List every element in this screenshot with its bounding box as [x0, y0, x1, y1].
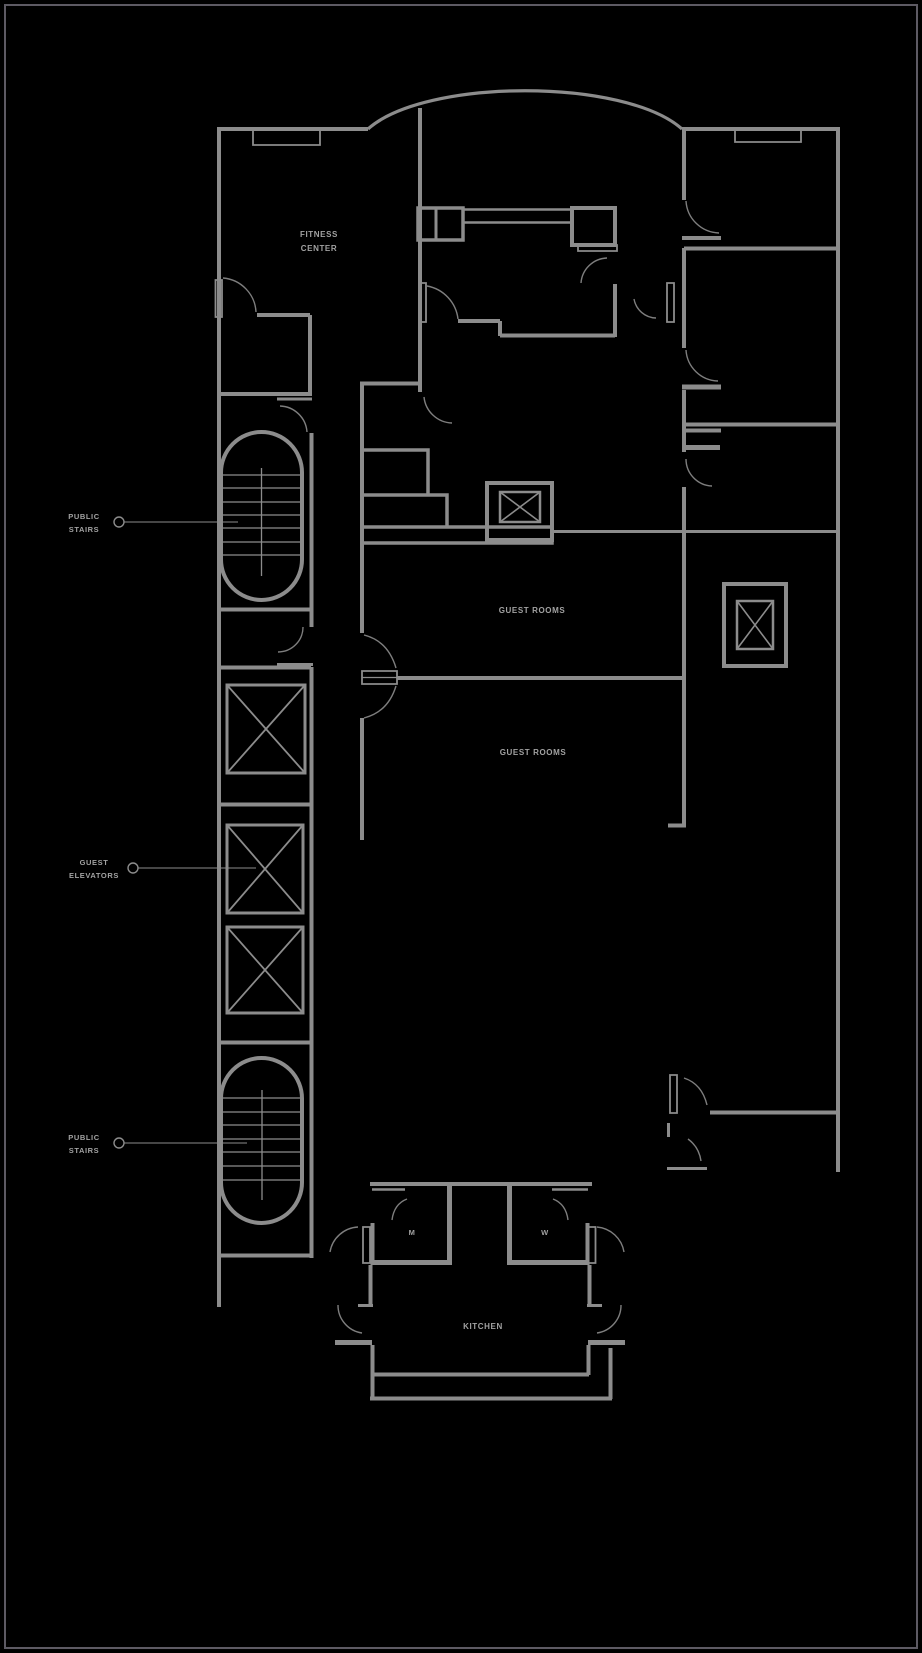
service-elevator-mid-icon: [485, 481, 554, 542]
door-arc: [596, 1304, 622, 1334]
door-arc: [363, 634, 397, 669]
window-top-right-room: [734, 129, 802, 143]
window-fitness: [252, 129, 321, 146]
door-arcs-layer: [222, 200, 720, 1334]
door-leaf: [362, 1226, 371, 1264]
stair-enclosure: [219, 1056, 304, 1225]
door-leaf: [587, 1226, 597, 1264]
guest-elevator-car-1: [225, 683, 307, 775]
door-leaf: [666, 282, 675, 323]
door-leaf: [214, 279, 223, 318]
callout-label: PUBLIC: [68, 512, 100, 521]
door-leaf: [669, 1074, 678, 1114]
room-labels-layer: FITNESS CENTER GUEST ROOMS GUEST ROOMS K…: [300, 230, 566, 1331]
door-arc: [337, 1304, 363, 1334]
door-arc: [596, 1226, 625, 1253]
counter-end-lip: [577, 244, 618, 252]
door-arc: [633, 298, 657, 319]
public-stairs-upper-icon: [219, 430, 304, 602]
stair-treads: [221, 468, 302, 576]
public-stairs-lower-icon: [219, 1056, 304, 1225]
restroom-women-label: W: [541, 1228, 549, 1237]
leader-circle: [113, 1137, 125, 1149]
door-arc: [552, 1198, 569, 1221]
callout-label: PUBLIC: [68, 1133, 100, 1142]
callout-public-stairs-upper: PUBLIC STAIRS: [68, 512, 238, 534]
walls-main: [217, 108, 840, 1401]
kitchen-label: KITCHEN: [463, 1322, 503, 1331]
double-door-casing: [361, 670, 398, 685]
door-arc: [685, 349, 719, 382]
guest-elevator-car-3: [225, 925, 305, 1015]
guest-elevators-icon: [225, 683, 307, 1015]
stair-enclosure: [219, 430, 304, 602]
leader-circle: [113, 516, 125, 528]
stair-treads: [221, 1090, 302, 1200]
callout-label: ELEVATORS: [69, 871, 119, 880]
callout-label: GUEST: [80, 858, 109, 867]
door-arc: [685, 458, 713, 487]
guest-elevator-car-2: [225, 823, 305, 915]
door-arc: [426, 285, 459, 320]
fitness-center-label: CENTER: [301, 244, 338, 253]
door-arc: [580, 257, 608, 284]
fitness-center-label: FITNESS: [300, 230, 338, 239]
door-arc: [329, 1226, 359, 1253]
door-arc: [279, 405, 308, 433]
leader-circle: [127, 862, 139, 874]
door-arc: [222, 277, 257, 313]
callout-guest-elevators: GUEST ELEVATORS: [69, 858, 256, 880]
door-arc: [423, 396, 453, 424]
curved-facade-wall: [366, 89, 684, 131]
walls-light: [372, 208, 588, 1191]
guest-rooms-lower-label: GUEST ROOMS: [500, 748, 567, 757]
guest-rooms-upper-label: GUEST ROOMS: [499, 606, 566, 615]
door-leaves-layer: [214, 279, 678, 1264]
walls-medium: [277, 208, 838, 1307]
door-arc: [685, 200, 720, 234]
door-leaf: [418, 282, 427, 323]
service-elevator-right-icon: [722, 582, 788, 668]
door-arc: [687, 1138, 702, 1162]
service-room-outlines: [360, 206, 554, 545]
callout-label: STAIRS: [69, 525, 100, 534]
door-arc: [363, 685, 397, 719]
counter-end-block: [570, 206, 617, 247]
walls-layer: [217, 89, 840, 1401]
windows-layer: [252, 129, 802, 146]
restroom-men-label: M: [409, 1228, 416, 1237]
callout-label: STAIRS: [69, 1146, 100, 1155]
door-arc: [683, 1077, 708, 1106]
callout-public-stairs-lower: PUBLIC STAIRS: [68, 1133, 247, 1155]
door-arc: [277, 626, 304, 653]
door-arc: [391, 1198, 408, 1221]
walls-heavy: [335, 384, 721, 1345]
